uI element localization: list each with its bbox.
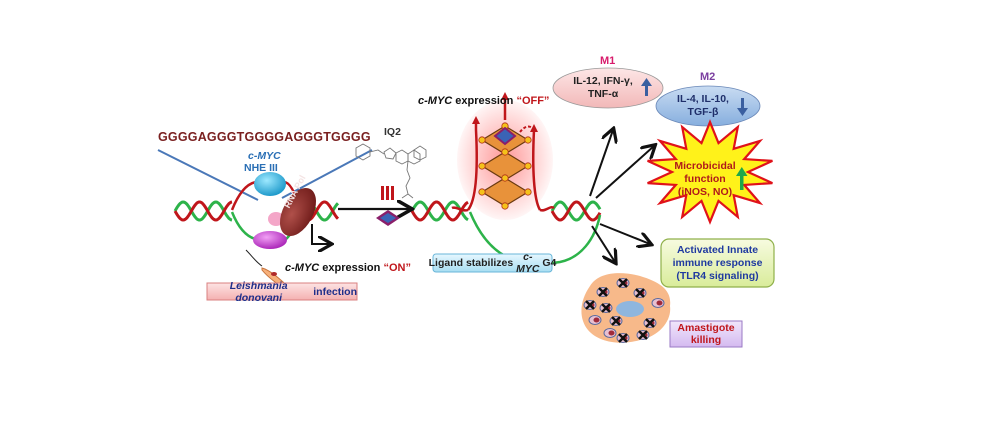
promoter-region-label: NHE III [244, 162, 278, 174]
expression-on-state: “ON” [383, 262, 411, 274]
expression-on-text: expression [319, 262, 384, 274]
expression-off-gene: c-MYC [418, 95, 453, 107]
amastigote-killing-label: Amastigote killing [670, 321, 742, 347]
arrow-to-microbicidal [595, 146, 654, 199]
guanine-node [524, 162, 532, 170]
amastigote-icon [588, 315, 602, 325]
ligand-stabilizes-label: Ligand stabilizes c-MYC G4 [429, 251, 557, 275]
innate-line3: (TLR4 signaling) [676, 269, 759, 282]
amastigote-killing-box [669, 320, 743, 348]
g4-symbol-icon [381, 186, 394, 200]
arrow-to-innate [599, 223, 650, 244]
guanine-node [501, 202, 509, 210]
guanine-node [478, 162, 486, 170]
infection-text: infection [310, 285, 357, 298]
ligand-stabilizes-suffix: G4 [539, 257, 557, 269]
killed-amastigote-icon [616, 278, 630, 288]
promoter-gene-label: c-MYC [248, 150, 281, 162]
killed-amastigote-icon [583, 300, 597, 310]
iq2-molecule-structure-icon [355, 143, 427, 199]
m1-ellipse [552, 67, 664, 109]
m2-label: M2 [700, 71, 716, 83]
output-arrows [589, 130, 654, 262]
microbicidal-line2: function [684, 172, 726, 185]
m2-line2: TGF-β [687, 106, 719, 118]
innate-response-box [660, 238, 775, 288]
killed-amastigote-icon [609, 316, 623, 326]
bound-ligand-icon [493, 126, 517, 146]
transcription-start-arrow [311, 224, 330, 244]
amastigote-icon [651, 298, 665, 308]
microbicidal-upregulation-arrow-icon [736, 167, 748, 190]
g4-complementary-strand-loop [468, 211, 602, 265]
expression-off-label: c-MYC expression “OFF” [418, 95, 549, 107]
dna-helix-middle [410, 200, 469, 222]
killed-amastigote-icon [633, 288, 647, 298]
ligand-name-label: IQ2 [384, 126, 401, 138]
microbicidal-starburst [647, 119, 773, 225]
m1-line1: IL-12, IFN-γ, [573, 75, 633, 87]
guanine-node [501, 148, 509, 156]
guanine-node [524, 136, 532, 144]
killed-amastigote-icon [636, 330, 650, 340]
innate-response-label: Activated Innate immune response (TLR4 s… [661, 239, 774, 287]
m1-cytokines: IL-12, IFN-γ, TNF-α [560, 74, 646, 102]
guanine-node [524, 188, 532, 196]
amastigote-line2: killing [690, 334, 722, 346]
killed-amastigote-icon [616, 333, 630, 343]
binding-protein-magenta [253, 231, 287, 249]
ligand-stabilizes-text: Ligand stabilizes [428, 257, 517, 269]
g-quadruplex-structure [451, 92, 555, 220]
m2-line1: IL-4, IL-10, [677, 93, 729, 105]
m1-upregulation-arrow-icon [641, 78, 652, 96]
killed-amastigote-icon [643, 318, 657, 328]
promoter-zoom-line-left [157, 149, 259, 201]
expression-on-label: c-MYC expression “ON” [285, 262, 411, 274]
promoter-zoom-line-right [281, 149, 373, 199]
killed-amastigote-icon [596, 287, 610, 297]
dna-helix-right [550, 200, 602, 222]
microbicidal-label: Microbicidal function (iNOS, NO) [665, 158, 745, 200]
m2-downregulation-arrow-icon [737, 98, 748, 116]
ligand-stabilizes-gene: c-MYC [516, 251, 540, 275]
rna-polymerase [279, 187, 317, 237]
microbicidal-line1: Microbicidal [674, 159, 736, 172]
ligand-stabilizes-box [432, 253, 553, 273]
amastigote-icon [603, 328, 617, 338]
promoter-sequence: GGGGAGGGTGGGGAGGGTGGGG [158, 130, 371, 144]
guanine-node [478, 136, 486, 144]
expression-off-state: “OFF” [516, 95, 550, 107]
amastigote-line1: Amastigote [677, 322, 735, 334]
nhe-binding-protein-cyan [254, 172, 286, 196]
dna-helix-left [173, 200, 233, 222]
killed-amastigote-icon [599, 303, 613, 313]
innate-line2: immune response [672, 256, 763, 269]
infection-species: Leishmania donovani [229, 279, 288, 304]
m2-cytokines: IL-4, IL-10, TGF-β [662, 92, 744, 120]
infection-label: Leishmania donovani infection [207, 280, 357, 304]
microbicidal-line3: (iNOS, NO) [677, 185, 733, 198]
expression-off-text: expression [452, 95, 517, 107]
m1-label: M1 [600, 55, 616, 67]
arrow-to-amastigote [591, 225, 615, 262]
guanine-node [501, 174, 509, 182]
infection-box [206, 282, 358, 301]
innate-line1: Activated Innate [676, 243, 759, 256]
ligand-diamond-icon [376, 210, 400, 226]
guanine-node [478, 188, 486, 196]
expression-on-gene: c-MYC [285, 262, 320, 274]
macrophage-with-amastigotes-icon [581, 273, 671, 343]
m1-line2: TNF-α [587, 88, 619, 100]
arrow-to-m1 [589, 130, 613, 197]
